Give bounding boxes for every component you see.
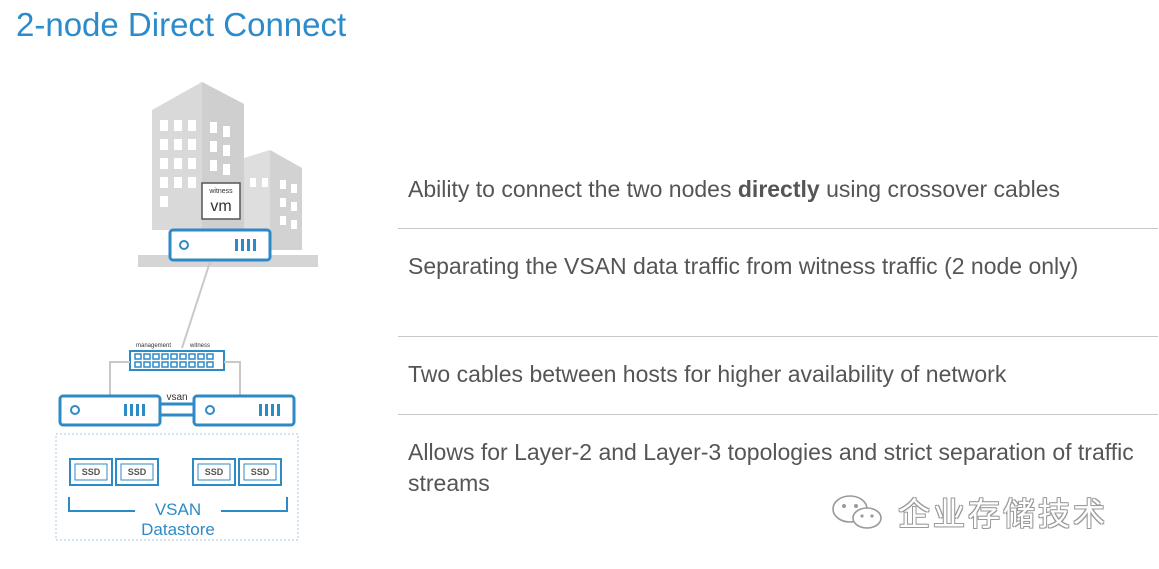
datastore-bracket-right — [221, 497, 288, 512]
vsan-link-label: vsan — [166, 392, 187, 403]
feature-text: using crossover cables — [819, 176, 1061, 202]
wechat-icon — [832, 495, 882, 529]
host1-server-icon — [58, 394, 162, 427]
feature-text: Ability to connect the two nodes — [408, 176, 738, 202]
witness-uplink — [181, 261, 211, 349]
datastore-bracket-left — [68, 497, 135, 512]
datastore-label-line1: VSAN — [155, 500, 201, 519]
network-diagram: witness vm management witness — [55, 82, 318, 541]
ssd-label: SSD — [128, 467, 147, 477]
feature-item: Ability to connect the two nodes directl… — [398, 166, 1158, 229]
witness-vm-label: vm — [210, 198, 231, 215]
ssd-label: SSD — [251, 467, 270, 477]
ssd-icon: SSD — [115, 458, 159, 486]
watermark: 企业存储技术 — [828, 490, 1108, 534]
witness-vm-caption: witness — [208, 188, 233, 195]
datastore-label-line2: Datastore — [141, 520, 215, 539]
feature-text: Separating the VSAN data traffic from wi… — [408, 253, 1079, 279]
ssd-icon: SSD — [69, 458, 113, 486]
feature-text: Two cables between hosts for higher avai… — [408, 361, 1007, 387]
switch-link-right — [224, 361, 241, 396]
switch-link-left — [109, 361, 130, 396]
page-title: 2-node Direct Connect — [16, 6, 347, 43]
host2-server-icon — [192, 394, 296, 427]
switch-label-witness: witness — [189, 343, 210, 349]
switch-label-management: management — [136, 343, 171, 349]
ssd-icon: SSD — [192, 458, 236, 486]
datastore-box — [55, 433, 299, 541]
witness-vm-icon: witness vm — [201, 182, 241, 220]
feature-emphasis: directly — [737, 176, 820, 202]
feature-list: Ability to connect the two nodes directl… — [398, 166, 1158, 499]
feature-item: Separating the VSAN data traffic from wi… — [398, 229, 1158, 337]
vsan-crossover-links — [160, 402, 194, 417]
feature-text: Allows for Layer-2 and Layer-3 topologie… — [408, 439, 1134, 496]
feature-item: Two cables between hosts for higher avai… — [398, 337, 1158, 415]
witness-server-icon — [168, 228, 272, 262]
watermark-text: 企业存储技术 — [898, 495, 1109, 533]
ssd-label: SSD — [82, 467, 101, 477]
ssd-icon: SSD — [238, 458, 282, 486]
network-switch-icon — [129, 350, 225, 371]
ssd-label: SSD — [205, 467, 224, 477]
feature-item: Allows for Layer-2 and Layer-3 topologie… — [398, 415, 1158, 499]
